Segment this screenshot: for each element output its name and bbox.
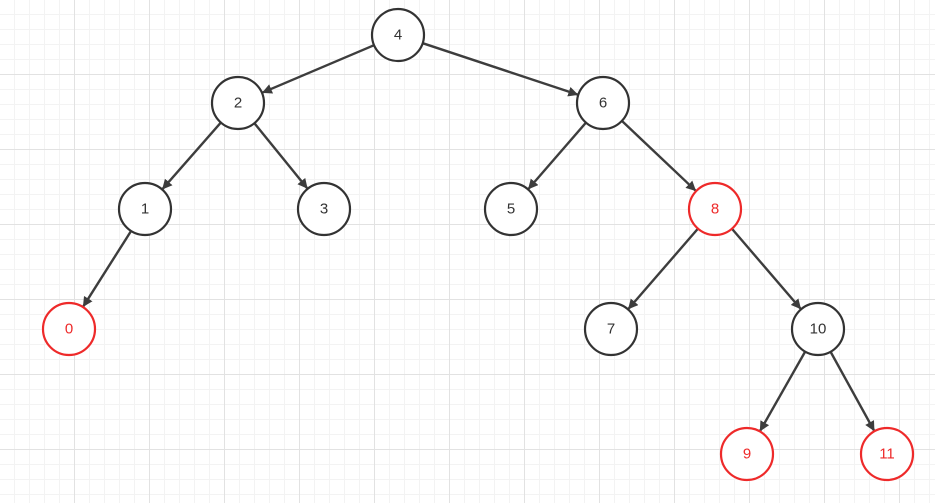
node-label: 9 xyxy=(743,446,751,463)
edge-n8-to-n10 xyxy=(731,227,802,310)
tree-node-8: 8 xyxy=(687,181,743,237)
tree-node-1: 1 xyxy=(117,181,173,237)
node-circle xyxy=(859,426,915,482)
node-label: 3 xyxy=(320,201,328,218)
node-circle xyxy=(483,181,539,237)
edge-n8-to-n7 xyxy=(627,227,699,310)
tree-node-4: 4 xyxy=(370,7,426,63)
edge-n6-to-n5 xyxy=(527,121,587,190)
edge-n4-to-n2 xyxy=(261,44,375,94)
tree-node-10: 10 xyxy=(790,301,846,357)
edge-n10-to-n9 xyxy=(759,351,807,432)
node-circle xyxy=(210,75,266,131)
node-circle xyxy=(790,301,846,357)
node-circle xyxy=(687,181,743,237)
tree-node-6: 6 xyxy=(575,75,631,131)
node-circle xyxy=(575,75,631,131)
node-circle xyxy=(719,426,775,482)
edge-n2-to-n3 xyxy=(253,122,308,189)
node-label: 10 xyxy=(810,321,827,338)
edges xyxy=(82,42,876,432)
tree-node-2: 2 xyxy=(210,75,266,131)
tree-node-7: 7 xyxy=(583,301,639,357)
node-label: 8 xyxy=(711,201,719,218)
node-circle xyxy=(583,301,639,357)
node-label: 1 xyxy=(141,201,149,218)
node-label: 0 xyxy=(65,321,73,338)
node-label: 4 xyxy=(394,27,402,44)
edge-n6-to-n8 xyxy=(621,120,697,192)
edge-n2-to-n1 xyxy=(161,121,222,190)
node-label: 2 xyxy=(234,95,242,112)
edge-n1-to-n0 xyxy=(82,230,133,308)
node-circle xyxy=(296,181,352,237)
node-circle xyxy=(41,301,97,357)
node-label: 7 xyxy=(607,321,615,338)
node-circle xyxy=(370,7,426,63)
tree-node-5: 5 xyxy=(483,181,539,237)
edge-n4-to-n6 xyxy=(422,42,579,97)
nodes: 4 2 6 1 3 5 8 0 7 10 9 11 xyxy=(41,7,915,482)
tree-node-11: 11 xyxy=(859,426,915,482)
tree-node-0: 0 xyxy=(41,301,97,357)
node-label: 6 xyxy=(599,95,607,112)
edge-n10-to-n11 xyxy=(829,351,876,432)
tree-node-3: 3 xyxy=(296,181,352,237)
tree-node-9: 9 xyxy=(719,426,775,482)
node-circle xyxy=(117,181,173,237)
node-label: 5 xyxy=(507,201,515,218)
node-label: 11 xyxy=(879,446,895,463)
